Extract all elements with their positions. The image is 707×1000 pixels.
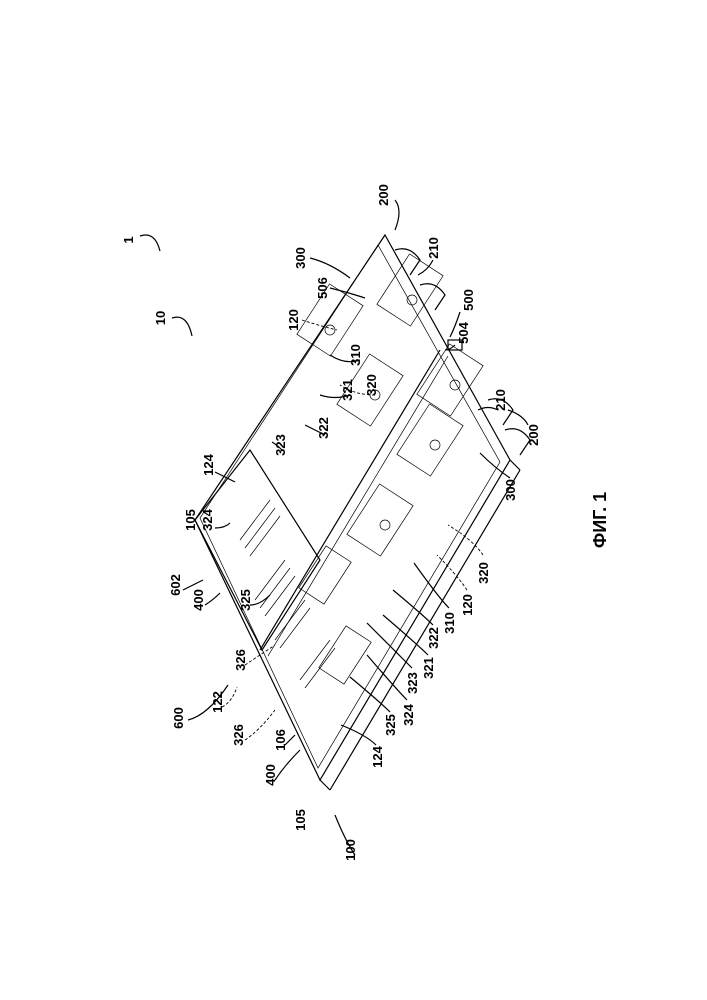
label-321: 321 [340, 379, 355, 401]
label-322: 322 [316, 417, 331, 439]
label-105: 105 [183, 509, 198, 531]
label-310: 310 [348, 344, 363, 366]
label-210: 210 [493, 389, 508, 411]
label-322: 322 [426, 627, 441, 649]
label-120: 120 [286, 309, 301, 331]
label-325: 325 [238, 589, 253, 611]
label-105: 105 [293, 809, 308, 831]
label-326: 326 [233, 649, 248, 671]
label-310: 310 [442, 612, 457, 634]
label-124: 124 [201, 453, 216, 475]
label-10: 10 [153, 311, 168, 325]
label-324: 324 [401, 703, 416, 725]
label-106: 106 [273, 729, 288, 751]
label-506: 506 [315, 277, 330, 299]
label-400: 400 [191, 589, 206, 611]
label-200: 200 [376, 184, 391, 206]
label-323: 323 [273, 434, 288, 456]
figure-caption: ФИГ. 1 [590, 492, 610, 548]
label-500: 500 [461, 289, 476, 311]
label-200: 200 [526, 424, 541, 446]
label-324: 324 [200, 508, 215, 530]
reference-labels: 1 10 200 210 300 506 500 504 120 310 320… [121, 184, 610, 861]
label-124: 124 [370, 745, 385, 767]
label-326: 326 [231, 724, 246, 746]
label-1: 1 [121, 236, 136, 243]
label-325: 325 [383, 714, 398, 736]
label-300: 300 [293, 247, 308, 269]
label-600: 600 [171, 707, 186, 729]
label-321: 321 [421, 657, 436, 679]
label-504: 504 [456, 321, 471, 343]
label-210: 210 [426, 237, 441, 259]
label-400: 400 [263, 764, 278, 786]
label-122: 122 [210, 691, 225, 713]
label-323: 323 [405, 672, 420, 694]
label-120: 120 [460, 594, 475, 616]
label-320: 320 [476, 562, 491, 584]
label-320: 320 [364, 374, 379, 396]
label-300: 300 [503, 479, 518, 501]
chassis-drawing [195, 235, 530, 790]
label-602: 602 [168, 574, 183, 596]
label-100: 100 [343, 839, 358, 861]
